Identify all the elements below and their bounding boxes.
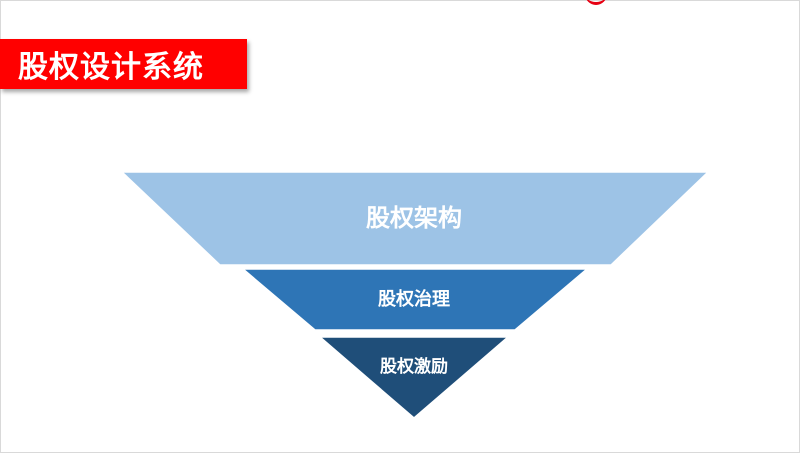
- tier-equity-governance: [240, 268, 590, 331]
- tier-equity-incentive: [317, 336, 511, 419]
- tier-equity-structure: [120, 171, 710, 266]
- slide-title: 股权设计系统: [18, 50, 204, 85]
- top-accent-mark: [585, 0, 607, 5]
- tier-equity-governance-label: 股权治理: [377, 288, 450, 310]
- tier-equity-structure-label: 股权架构: [366, 204, 462, 232]
- tier-equity-incentive-label: 股权激励: [380, 356, 448, 377]
- title-bar: 股权设计系统: [0, 39, 247, 89]
